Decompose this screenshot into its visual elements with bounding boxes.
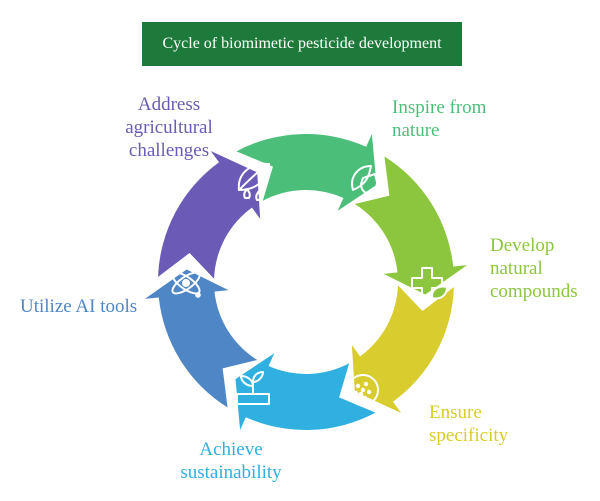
stage-label-line: nature [392, 120, 440, 141]
stage-label-line: Address [137, 94, 201, 115]
stage-label-line: Inspire from [392, 97, 487, 118]
stage-label-line: Develop [490, 235, 555, 256]
cycle-arrow-address [158, 150, 261, 279]
stage-label-line: agricultural [125, 117, 213, 138]
leaf-droplets-icon [237, 162, 270, 201]
cycle-arrow-inspire [236, 134, 377, 211]
cycle-arrow-utilize [144, 269, 258, 408]
medical-cross-leaf-icon [411, 267, 448, 300]
stage-label-line: sustainability [180, 462, 282, 483]
stage-label-line: challenges [128, 140, 210, 161]
stage-label-line: natural [490, 258, 543, 279]
cycle-arrow-develop [354, 156, 468, 295]
dotted-target-icon [347, 374, 379, 406]
stage-label-line: Ensure [429, 402, 482, 423]
atom-network-icon [171, 268, 201, 298]
diagram-title: Cycle of biomimetic pesticide developmen… [162, 35, 442, 52]
leaf-shield-icon [351, 165, 378, 195]
plant-sprout-icon [236, 371, 270, 405]
cycle-arrow-ensure [351, 285, 454, 414]
stage-label-line: Utilize AI tools [20, 296, 138, 317]
stage-label-utilize: Utilize AI tools [20, 295, 137, 318]
title-banner: Cycle of biomimetic pesticide developmen… [142, 22, 462, 66]
cycle-arrow-achieve [235, 353, 376, 431]
stage-label-line: specificity [429, 425, 509, 446]
stage-label-line: Achieve [199, 439, 263, 460]
stage-label-line: compounds [490, 281, 578, 302]
